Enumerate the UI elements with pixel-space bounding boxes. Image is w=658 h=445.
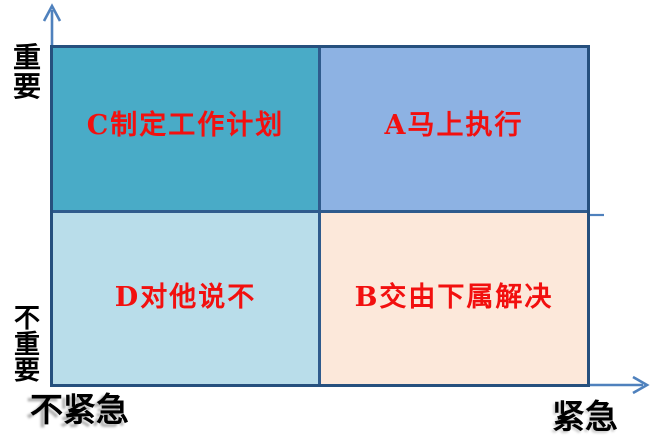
quadrant-top-right: A马上执行 [321,48,587,213]
quadrant-top-right-label: A马上执行 [384,109,524,141]
quadrant-bottom-right-label: B交由下属解决 [354,282,554,313]
x-axis-left-label: 不紧急 [30,393,129,429]
y-axis-top-label: 重要 [12,43,41,103]
quadrant-top-left-label: C制定工作计划 [86,109,285,141]
x-axis-right-label: 紧急 [552,400,618,436]
y-axis-arrowhead-icon [42,3,62,22]
quadrant-bottom-right: B交由下属解决 [321,213,587,384]
quadrant-bottom-left-label: D对他说不 [114,282,257,313]
quadrant-bottom-left: D对他说不 [53,213,321,384]
quadrant-top-left: C制定工作计划 [53,48,321,213]
matrix-grid: C制定工作计划 A马上执行 D对他说不 B交由下属解决 [50,45,590,387]
y-axis-bottom-label: 不重要 [13,304,40,385]
x-axis-arrowhead-icon [632,375,650,395]
